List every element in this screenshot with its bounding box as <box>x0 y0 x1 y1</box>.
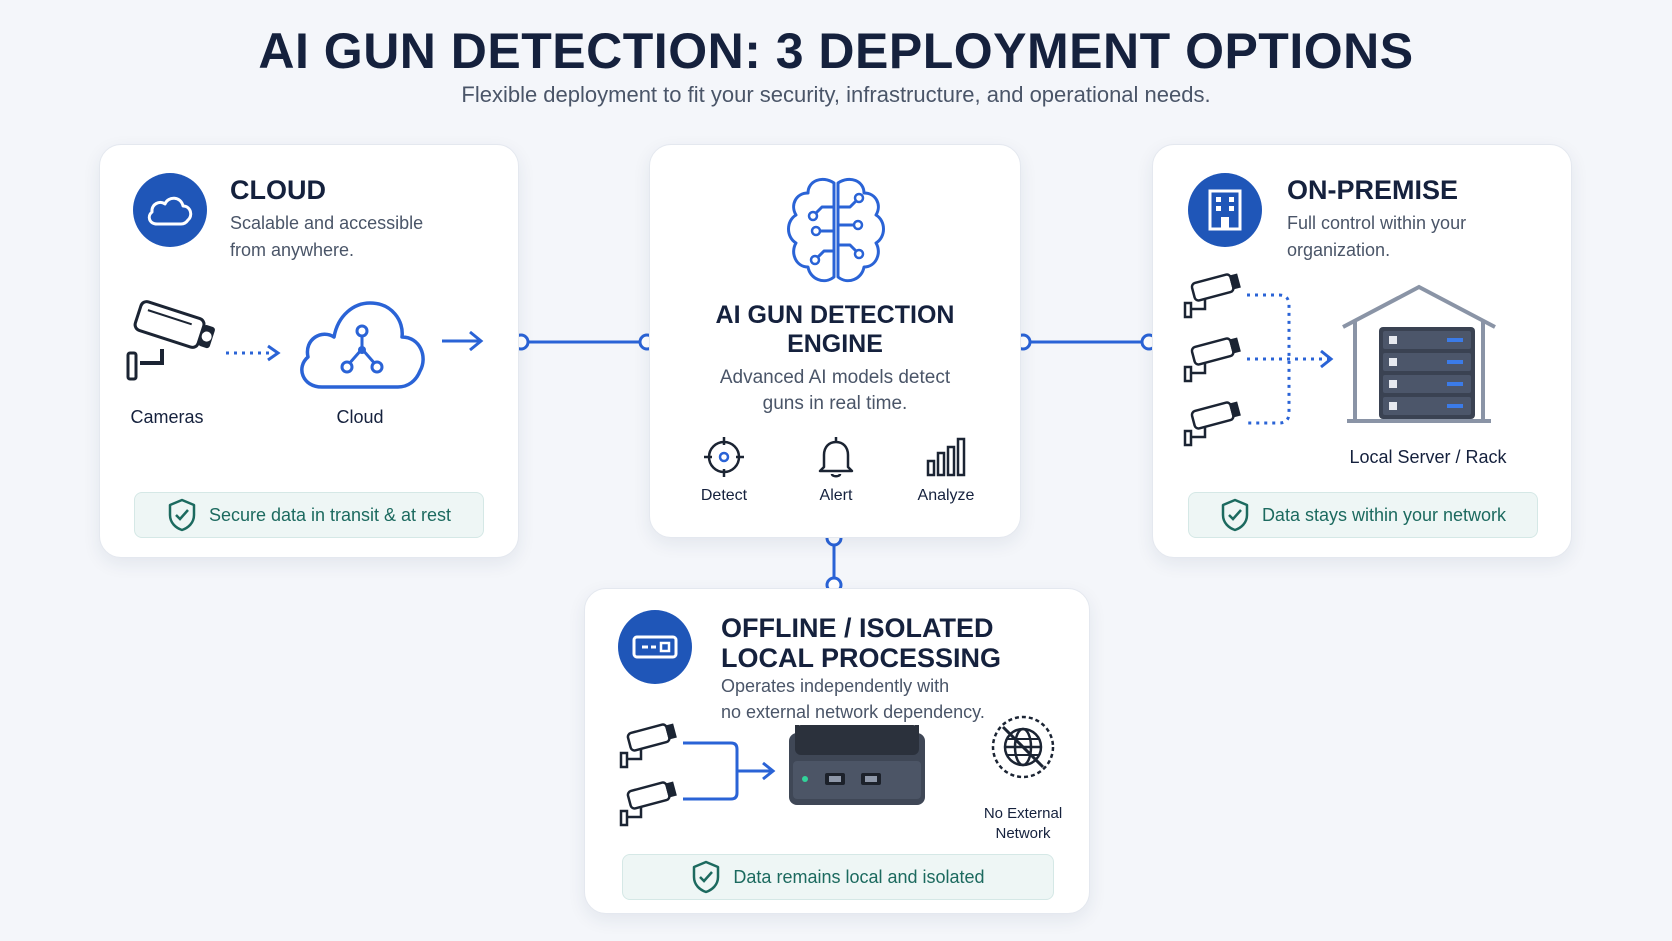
offline-desc-1: Operates independently with <box>721 676 950 696</box>
building-icon <box>1188 173 1262 247</box>
shield-check-icon <box>168 498 196 532</box>
onprem-card: ON-PREMISE Full control within your orga… <box>1152 144 1572 558</box>
onprem-desc-1: Full control within your <box>1287 213 1467 233</box>
dotted-arrow-icon <box>226 344 281 362</box>
onprem-title: ON-PREMISE <box>1287 175 1459 205</box>
no-network-label-2: Network <box>995 825 1051 842</box>
cameras-to-device-icon <box>619 723 925 827</box>
cameras-to-server-icon <box>1183 273 1496 447</box>
cloud-badge-text: Secure data in transit & at rest <box>208 504 452 525</box>
offline-desc-2: no external network dependency. <box>721 702 985 722</box>
cloud-label: Cloud <box>336 407 384 427</box>
offline-title-2: LOCAL PROCESSING <box>721 643 1002 673</box>
cloud-desc-1: Scalable and accessible <box>230 213 424 233</box>
feature-alert: Alert <box>819 487 853 504</box>
offline-badge-text: Data remains local and isolated <box>733 866 985 887</box>
cloud-network-icon <box>300 301 425 389</box>
shield-check-icon <box>693 860 720 894</box>
page-subtitle: Flexible deployment to fit your security… <box>461 82 1211 107</box>
cameras-label: Cameras <box>130 407 204 427</box>
cloud-desc-2: from anywhere. <box>230 240 355 260</box>
edge-device-icon <box>618 610 692 684</box>
bar-chart-icon <box>926 437 966 477</box>
engine-desc-1: Advanced AI models detect <box>719 367 951 388</box>
engine-title-1: AI GUN DETECTION <box>715 301 955 329</box>
crosshair-icon <box>704 437 744 477</box>
cloud-security-badge: Secure data in transit & at rest <box>134 492 484 538</box>
feature-analyze: Analyze <box>917 487 975 504</box>
bell-icon <box>818 437 854 478</box>
offline-security-badge: Data remains local and isolated <box>622 854 1054 900</box>
engine-card: AI GUN DETECTION ENGINE Advanced AI mode… <box>649 144 1021 538</box>
no-network-icon <box>991 715 1055 779</box>
cloud-title: CLOUD <box>230 175 326 205</box>
camera-icon <box>126 300 215 381</box>
arrow-right-icon <box>442 330 484 352</box>
feature-detect: Detect <box>700 487 748 504</box>
offline-card: OFFLINE / ISOLATED LOCAL PROCESSING Oper… <box>584 588 1090 914</box>
cloud-card: CLOUD Scalable and accessible from anywh… <box>99 144 519 558</box>
cloud-icon <box>133 173 207 247</box>
offline-title-1: OFFLINE / ISOLATED <box>721 613 994 643</box>
brain-circuit-icon <box>787 177 885 283</box>
engine-title-2: ENGINE <box>787 330 883 358</box>
onprem-desc-2: organization. <box>1287 240 1391 260</box>
server-label: Local Server / Rack <box>1349 447 1507 467</box>
no-network-label-1: No External <box>983 805 1063 822</box>
onprem-badge-text: Data stays within your network <box>1261 504 1507 525</box>
page-title: AI GUN DETECTION: 3 DEPLOYMENT OPTIONS <box>258 23 1414 79</box>
shield-check-icon <box>1221 498 1249 532</box>
onprem-security-badge: Data stays within your network <box>1188 492 1538 538</box>
engine-desc-2: guns in real time. <box>762 393 908 414</box>
